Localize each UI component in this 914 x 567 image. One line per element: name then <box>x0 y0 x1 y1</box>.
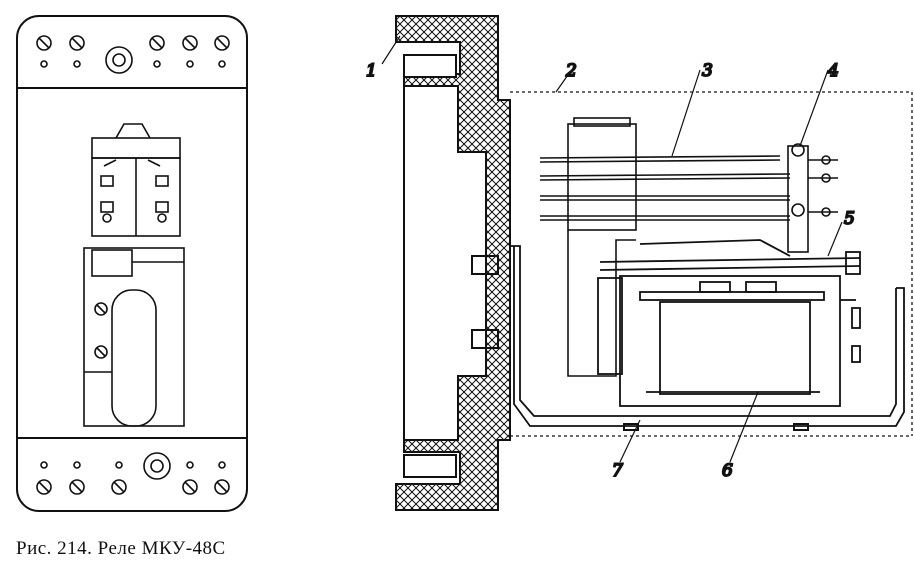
side-view: 1 2 3 4 5 6 7 <box>365 15 913 511</box>
front-view-outline <box>16 15 248 512</box>
figure-caption: Рис. 214. Реле МКУ-48С <box>16 538 226 559</box>
callout-2: 2 <box>565 61 577 81</box>
foot-right <box>793 423 809 431</box>
bottom-terminal-screws <box>36 452 230 495</box>
contact-spring-stack <box>539 117 791 377</box>
upper-mount-screw <box>471 255 499 275</box>
callout-3: 3 <box>702 61 713 81</box>
callout-6: 6 <box>722 461 733 481</box>
callout-7: 7 <box>612 461 623 481</box>
cover-outline <box>510 91 913 437</box>
top-terminal-screws <box>36 35 230 74</box>
base-plate <box>395 15 511 511</box>
lower-mount-screw <box>471 329 499 349</box>
contact-tips <box>787 143 838 253</box>
bottom-slot <box>403 454 457 478</box>
callout-4: 4 <box>827 61 839 81</box>
front-contact-block <box>91 123 181 237</box>
front-view <box>16 15 248 512</box>
front-coil-body <box>83 247 185 427</box>
callout-1: 1 <box>366 61 377 81</box>
foot-left <box>623 423 639 431</box>
coil <box>619 275 861 407</box>
armature-lever <box>599 239 861 275</box>
callout-5: 5 <box>844 209 855 229</box>
top-slot <box>403 54 457 78</box>
callout-leaders <box>381 35 843 463</box>
yoke-bracket <box>510 245 905 427</box>
